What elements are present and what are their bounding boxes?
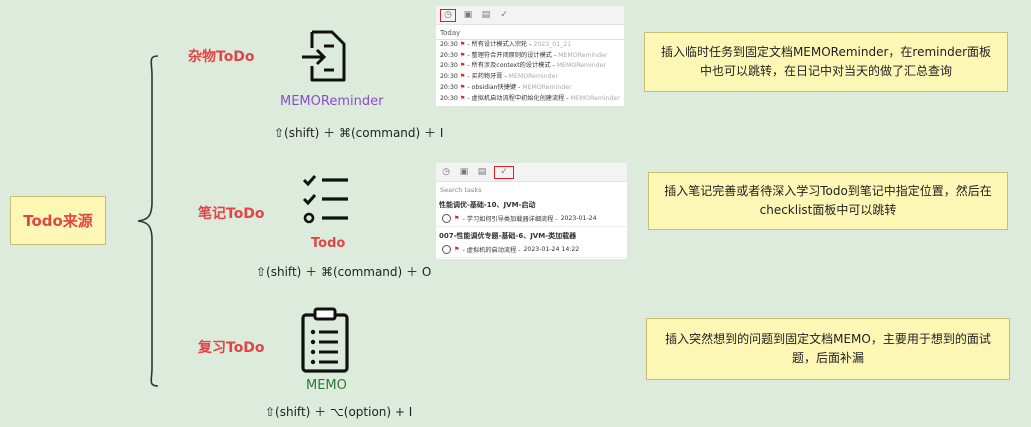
task-date: 2023-01-24 xyxy=(560,215,597,222)
reminder-link[interactable]: MEMOReminder xyxy=(556,62,606,70)
flag-icon: ⚑ xyxy=(454,246,460,253)
checklist-toolbar: ◷ ▣ ▤ ✓ xyxy=(436,163,627,182)
checklist-panel: ◷ ▣ ▤ ✓ Search tasks 性能调优-基础-10、JVM-启动⚑-… xyxy=(436,163,627,259)
reminder-time: 20:30 xyxy=(440,62,458,70)
reminder-time: 20:30 xyxy=(440,83,458,91)
brace-connector xyxy=(137,55,159,387)
reminder-text: - obsidian快捷键 - xyxy=(467,83,521,91)
reminder-row[interactable]: 20:30 ⚑ - 虚拟机启动流程中初始化创建流程 - MEMOReminder xyxy=(436,94,624,105)
flag-icon: ⚑ xyxy=(459,83,466,91)
note-todo-text: 插入笔记完善或者待深入学习Todo到笔记中指定位置，然后在checklist面板… xyxy=(664,184,992,217)
note-memo: 插入突然想到的问题到固定文档MEMO，主要用于想到的面试题，后面补漏 xyxy=(646,318,1010,380)
caption-memoreminder: MEMOReminder xyxy=(280,94,384,109)
task-checkbox[interactable] xyxy=(442,245,451,254)
flag-icon: ⚑ xyxy=(459,62,466,70)
category-review-todo: 复习ToDo xyxy=(198,340,265,356)
shortcut-memo: ⇧(shift) ＋ ⌥(option) + I xyxy=(265,405,413,419)
reminder-link[interactable]: MEMOReminder xyxy=(558,51,608,59)
reminder-time: 20:30 xyxy=(440,94,458,102)
note-memoreminder: 插入临时任务到固定文档MEMOReminder，在reminder面板中也可以跳… xyxy=(644,32,1008,92)
check-icon[interactable]: ✓ xyxy=(494,165,514,179)
checklist-task-row[interactable]: ⚑- 学习如何引导类加载器详细流程 -2023-01-24 xyxy=(436,212,627,227)
reminder-panel: ◷ ▣ ▤ ✓ Today 20:30 ⚑ - 所有设计模式入宗轮 - 2023… xyxy=(436,6,624,106)
search-tasks-input[interactable]: Search tasks xyxy=(440,186,482,194)
category-misc-todo: 杂物ToDo xyxy=(188,49,255,65)
note-memo-text: 插入突然想到的问题到固定文档MEMO，主要用于想到的面试题，后面补漏 xyxy=(665,332,991,365)
reminder-text: - 虚拟机启动流程中初始化创建流程 - xyxy=(467,94,569,102)
flag-icon: ⚑ xyxy=(459,73,466,81)
checklist-groups: 性能调优-基础-10、JVM-启动⚑- 学习如何引导类加载器详细流程 -2023… xyxy=(436,196,627,258)
caption-todo: Todo xyxy=(311,236,346,251)
flag-icon: ⚑ xyxy=(454,215,460,222)
calendar-icon[interactable]: ▣ xyxy=(463,10,473,20)
note-memoreminder-text: 插入临时任务到固定文档MEMOReminder，在reminder面板中也可以跳… xyxy=(660,45,992,78)
shortcut-memoreminder: ⇧(shift) ＋ ⌘(command) ＋ I xyxy=(274,126,444,140)
reminder-row[interactable]: 20:30 ⚑ - 整理符合开闭原则的设计模式 - MEMOReminder xyxy=(436,51,624,62)
reminder-text: - 买药物牙膏 - xyxy=(467,73,507,81)
calendar-icon[interactable]: ▣ xyxy=(459,167,469,177)
reminder-row[interactable]: 20:30 ⚑ - 所有涉及context的设计模式 - MEMOReminde… xyxy=(436,61,624,72)
caption-memo: MEMO xyxy=(306,378,347,393)
calendar-alt-icon[interactable]: ▤ xyxy=(477,167,487,177)
reminder-link[interactable]: MEMOReminder xyxy=(522,83,572,91)
reminder-link[interactable]: MEMOReminder xyxy=(570,94,620,102)
reminder-text: - 所有设计模式入宗轮 - xyxy=(467,41,532,48)
reminder-link[interactable]: MEMOReminder xyxy=(508,73,558,81)
task-checkbox[interactable] xyxy=(442,214,451,223)
checklist-task-row[interactable]: ⚑- 虚拟机的启动流程 -2023-01-24 14:22 xyxy=(436,243,627,258)
clock-icon[interactable]: ◷ xyxy=(442,167,450,177)
today-section-title: Today xyxy=(436,25,624,40)
checklist-group-title: 007-性能调优专题-基础-6、JVM-类加载器 xyxy=(439,232,577,240)
root-label: Todo来源 xyxy=(23,212,93,230)
checklist-icon xyxy=(302,175,348,224)
task-text: - 学习如何引导类加载器详细流程 - xyxy=(462,216,558,223)
calendar-alt-icon[interactable]: ▤ xyxy=(481,10,491,20)
reminder-row[interactable]: 20:30 ⚑ - obsidian快捷键 - MEMOReminder xyxy=(436,83,624,94)
reminder-time: 20:30 xyxy=(440,41,458,48)
reminder-text: - 整理符合开闭原则的设计模式 - xyxy=(467,51,557,59)
note-todo: 插入笔记完善或者待深入学习Todo到笔记中指定位置，然后在checklist面板… xyxy=(648,172,1008,230)
clock-icon[interactable]: ◷ xyxy=(440,8,456,22)
reminder-text: - 所有涉及context的设计模式 - xyxy=(467,62,555,70)
flag-icon: ⚑ xyxy=(459,41,466,48)
reminder-time: 20:30 xyxy=(440,51,458,59)
task-date: 2023-01-24 14:22 xyxy=(523,246,580,253)
reminder-toolbar: ◷ ▣ ▤ ✓ xyxy=(436,6,624,25)
flag-icon: ⚑ xyxy=(459,51,466,59)
category-note-todo: 笔记ToDo xyxy=(198,206,265,222)
checklist-group-title: 性能调优-基础-10、JVM-启动 xyxy=(439,201,536,209)
flag-icon: ⚑ xyxy=(459,94,466,102)
shortcut-todo: ⇧(shift) ＋ ⌘(command) ＋ O xyxy=(256,265,432,279)
reminder-time: 20:30 xyxy=(440,73,458,81)
task-text: - 虚拟机的启动流程 - xyxy=(462,247,521,254)
file-import-icon xyxy=(302,30,346,82)
reminder-link[interactable]: 2023_01_21 xyxy=(533,41,572,48)
clipboard-list-icon xyxy=(301,307,349,373)
root-node: Todo来源 xyxy=(10,196,106,245)
reminder-row[interactable]: 20:30 ⚑ - 买药物牙膏 - MEMOReminder xyxy=(436,72,624,83)
check-icon[interactable]: ✓ xyxy=(500,10,508,20)
reminder-row[interactable]: 20:30 ⚑ - 所有设计模式入宗轮 - 2023_01_21 xyxy=(436,40,624,51)
